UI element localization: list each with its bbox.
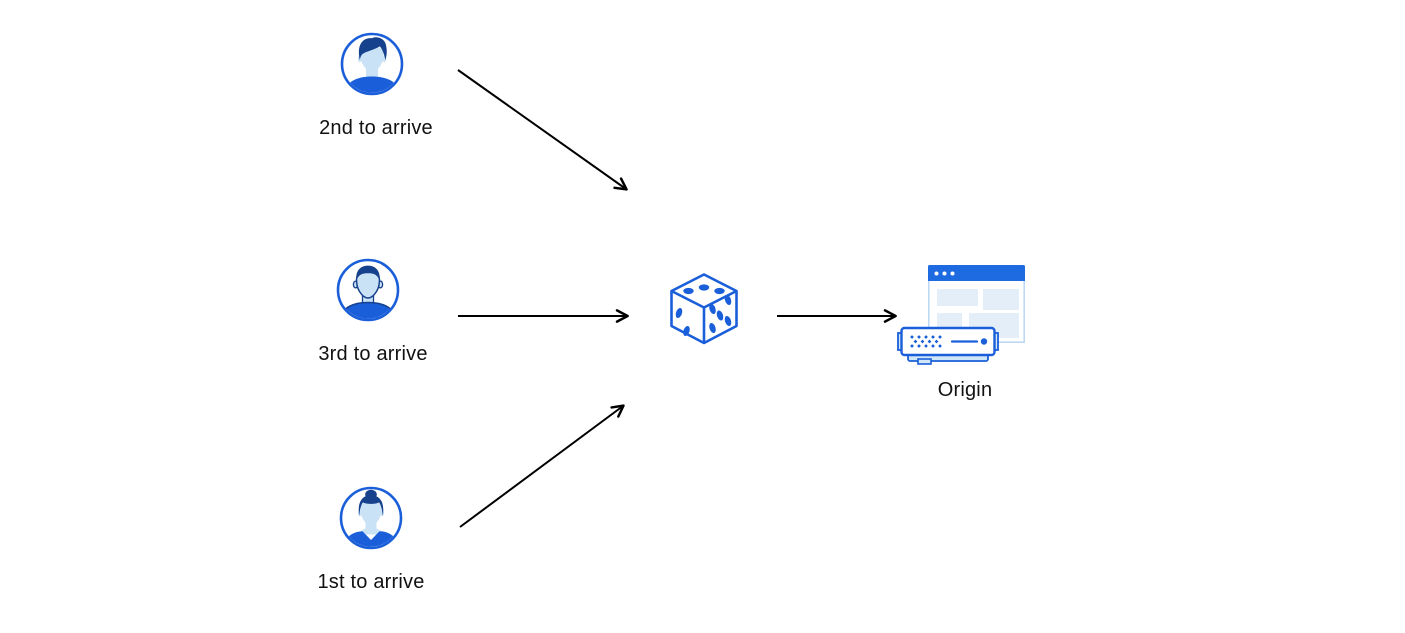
client-label-2nd: 2nd to arrive: [319, 117, 433, 139]
user-avatar-man-swept-hair-icon: [340, 32, 404, 96]
origin-browser-and-server-icon: [897, 264, 1026, 365]
client-node-3rd: [336, 258, 400, 327]
server-icon: [897, 326, 999, 365]
client-node-2nd: [340, 32, 404, 101]
user-avatar-woman-bun-icon: [339, 486, 403, 550]
origin-node: [896, 263, 1028, 372]
client-label-1st: 1st to arrive: [317, 571, 425, 593]
user-avatar-man-short-hair-icon: [336, 258, 400, 322]
origin-label: Origin: [937, 379, 993, 401]
arrow-client-1st-to-dice: [459, 404, 625, 528]
client-node-1st: [339, 486, 403, 555]
dice-icon: [670, 273, 738, 345]
arrow-client-2nd-to-dice: [457, 69, 628, 191]
dice-node: [667, 271, 741, 352]
client-label-3rd: 3rd to arrive: [318, 343, 428, 365]
